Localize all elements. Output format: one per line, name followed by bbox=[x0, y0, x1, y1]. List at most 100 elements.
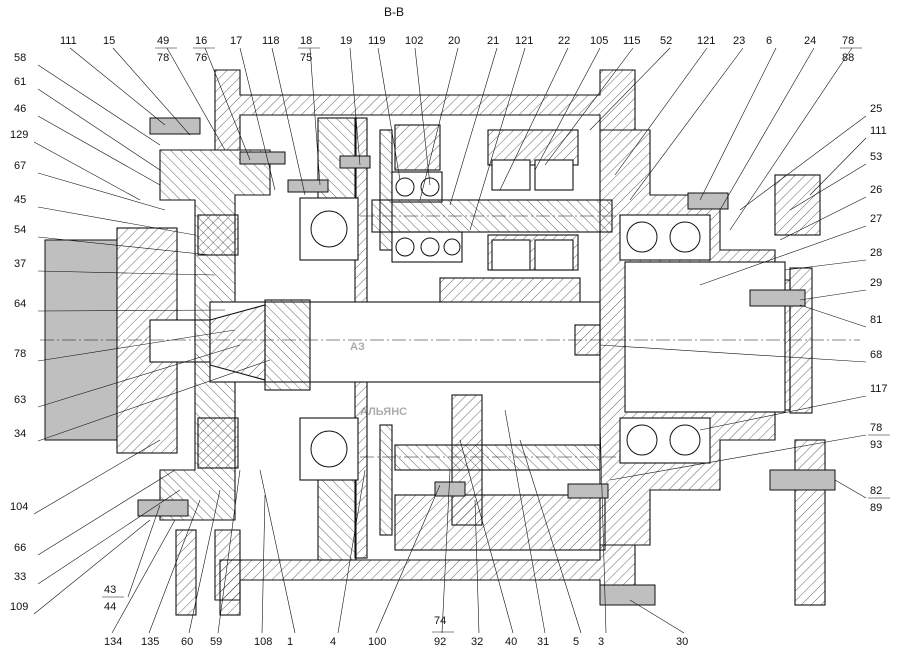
callout-callouts_right-1: 111 bbox=[809, 125, 887, 196]
callout-label: 64 bbox=[14, 298, 26, 310]
callout-callouts_top-17: 105 bbox=[534, 35, 608, 171]
callout-callouts_top-10: 19 bbox=[340, 35, 361, 166]
lower-shaft bbox=[394, 444, 601, 471]
callout-callouts_bottom-11: 40 bbox=[459, 439, 517, 648]
callout-callouts_right-4: 27 bbox=[699, 213, 882, 286]
callout-callouts_top-23: 24 bbox=[719, 35, 816, 211]
callout-label: 6 bbox=[766, 35, 772, 47]
callout-callouts_left-16: 44 bbox=[102, 596, 124, 613]
callout-label: 3 bbox=[598, 636, 604, 648]
callout-callouts_bottom-0: 134 bbox=[104, 519, 176, 648]
callout-callouts_left-4: 67 bbox=[14, 160, 166, 211]
callout-label: 30 bbox=[676, 636, 688, 648]
callout-callouts_right-13: 89 bbox=[868, 497, 890, 514]
callout-callouts_bottom-15: 30 bbox=[629, 599, 688, 648]
section-title: B-B bbox=[384, 5, 404, 19]
callout-callouts_top-16: 22 bbox=[499, 35, 570, 191]
callout-label: 81 bbox=[870, 314, 882, 326]
callout-label: 46 bbox=[14, 103, 26, 115]
callout-callouts_left-7: 37 bbox=[14, 258, 216, 276]
callout-label: 102 bbox=[405, 35, 423, 47]
callout-callouts_bottom-6: 4 bbox=[330, 469, 366, 648]
callout-label: 111 bbox=[60, 35, 77, 47]
callout-label: 68 bbox=[870, 349, 882, 361]
callout-callouts_right-5: 28 bbox=[784, 247, 882, 271]
callout-label: 4 bbox=[330, 636, 336, 648]
callout-callouts_left-6: 54 bbox=[14, 224, 211, 256]
callout-callouts_right-8: 68 bbox=[599, 344, 882, 363]
callout-label: 105 bbox=[590, 35, 608, 47]
callout-label: 27 bbox=[870, 213, 882, 225]
callout-label: 74 bbox=[434, 615, 446, 627]
watermark-line2: АЛЬЯНС bbox=[360, 406, 407, 418]
callout-callouts_top-3: 78 bbox=[155, 47, 177, 64]
callout-callouts_left-10: 63 bbox=[14, 344, 241, 408]
callout-label: 37 bbox=[14, 258, 26, 270]
callout-callouts_top-11: 119 bbox=[368, 35, 401, 181]
callout-callouts_top-0: 111 bbox=[60, 35, 166, 126]
watermark-line1: АЗ bbox=[350, 341, 365, 353]
callout-callouts_top-19: 52 bbox=[589, 35, 672, 131]
callout-label: 89 bbox=[870, 502, 882, 514]
callout-callouts_top-1: 15 bbox=[103, 35, 191, 136]
callout-callouts_left-12: 104 bbox=[10, 439, 161, 515]
callout-label: 75 bbox=[300, 52, 312, 64]
bearing-upper-right bbox=[619, 214, 711, 261]
callout-callouts_top-7: 118 bbox=[262, 35, 306, 196]
bearing-lower-left bbox=[299, 417, 359, 481]
callout-label: 15 bbox=[103, 35, 115, 47]
callout-label: 78 bbox=[870, 422, 882, 434]
callout-label: 19 bbox=[340, 35, 352, 47]
output-hub bbox=[624, 261, 786, 413]
callout-callouts_left-0: 58 bbox=[14, 52, 161, 146]
callout-callouts_left-2: 46 bbox=[14, 103, 161, 186]
callout-label: 76 bbox=[195, 52, 207, 64]
right-flange-bottom bbox=[794, 439, 826, 606]
callout-label: 54 bbox=[14, 224, 26, 236]
callout-label: 31 bbox=[537, 636, 549, 648]
callout-label: 109 bbox=[10, 601, 28, 613]
callout-label: 66 bbox=[14, 542, 26, 554]
callout-label: 29 bbox=[870, 277, 882, 289]
callout-label: 26 bbox=[870, 184, 882, 196]
callout-callouts_bottom-8: 74 bbox=[434, 615, 446, 627]
callout-label: 5 bbox=[573, 636, 579, 648]
callout-callouts_right-0: 25 bbox=[739, 103, 882, 211]
callout-label: 53 bbox=[870, 151, 882, 163]
callout-callouts_left-11: 34 bbox=[14, 359, 271, 442]
callout-callouts_bottom-4: 108 bbox=[254, 494, 272, 648]
callout-callouts_right-12: 82 bbox=[834, 479, 882, 499]
callout-label: 63 bbox=[14, 394, 26, 406]
callout-label: 119 bbox=[368, 35, 386, 47]
callout-label: 92 bbox=[434, 636, 446, 648]
callout-callouts_left-8: 64 bbox=[14, 298, 226, 312]
callout-label: 52 bbox=[660, 35, 672, 47]
right-flange-top bbox=[774, 174, 821, 236]
callout-callouts_left-14: 33 bbox=[14, 489, 181, 585]
callout-callouts_left-5: 45 bbox=[14, 194, 196, 236]
callout-label: 93 bbox=[870, 439, 882, 451]
callout-label: 32 bbox=[471, 636, 483, 648]
callout-callouts_bottom-1: 135 bbox=[141, 499, 201, 648]
callout-callouts_right-10: 78 bbox=[609, 422, 882, 481]
callout-callouts_top-8: 18 bbox=[300, 35, 321, 186]
callout-label: 21 bbox=[487, 35, 499, 47]
callout-callouts_top-22: 6 bbox=[699, 35, 777, 201]
callout-label: 104 bbox=[10, 501, 28, 513]
callout-label: 88 bbox=[842, 52, 854, 64]
callout-callouts_left-17: 109 bbox=[10, 519, 151, 615]
callout-callouts_left-3: 129 bbox=[10, 129, 141, 201]
drawing-body bbox=[40, 69, 860, 616]
callout-callouts_top-14: 21 bbox=[449, 35, 499, 206]
callout-label: 111 bbox=[870, 125, 887, 137]
callout-callouts_top-18: 115 bbox=[544, 35, 641, 166]
callout-callouts_bottom-14: 3 bbox=[598, 419, 607, 648]
callout-callouts_bottom-9: 92 bbox=[432, 469, 454, 648]
callout-label: 115 bbox=[623, 35, 641, 47]
callout-callouts_bottom-7: 100 bbox=[368, 484, 441, 648]
callout-callouts_top-6: 17 bbox=[230, 35, 276, 191]
callout-callouts_bottom-2: 60 bbox=[181, 489, 221, 648]
